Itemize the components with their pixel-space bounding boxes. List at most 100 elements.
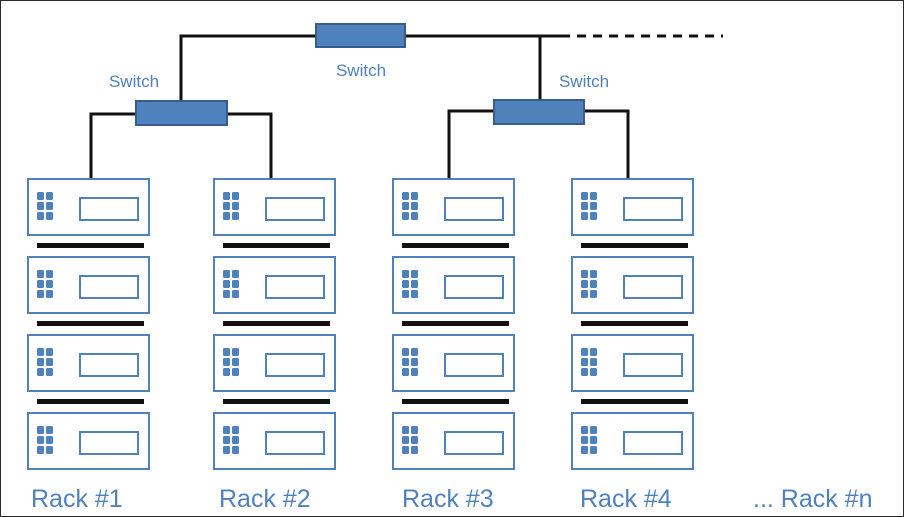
port-icon — [223, 280, 230, 288]
server-unit — [392, 412, 515, 470]
left-to-rack2-link — [228, 112, 273, 179]
right-to-rack4-link — [584, 109, 630, 179]
drive-bay — [79, 353, 139, 377]
port-icon — [402, 270, 409, 278]
drive-bay — [79, 275, 139, 299]
rack-shelf — [402, 243, 509, 248]
port-icon — [232, 358, 239, 366]
server-unit — [213, 178, 336, 236]
server-unit — [571, 334, 694, 392]
core-switch — [315, 23, 406, 48]
port-icon — [223, 202, 230, 210]
port-icon — [223, 446, 230, 454]
rack-shelf — [37, 399, 144, 404]
port-icon — [37, 212, 44, 220]
drive-bay — [444, 275, 504, 299]
rack-4 — [571, 178, 694, 470]
port-icon — [581, 290, 588, 298]
port-icon — [581, 270, 588, 278]
port-icon — [46, 426, 53, 434]
port-icon — [590, 280, 597, 288]
core-to-right-link — [405, 34, 542, 101]
rack-1-label: Rack #1 — [31, 485, 123, 513]
port-icon — [411, 290, 418, 298]
server-unit — [27, 178, 150, 236]
left-switch-label: Switch — [109, 72, 159, 91]
port-icon — [590, 426, 597, 434]
left-switch — [135, 100, 228, 126]
drive-bay — [265, 197, 325, 221]
server-unit — [27, 412, 150, 470]
rack-1 — [27, 178, 150, 470]
port-icon — [411, 212, 418, 220]
server-unit — [392, 256, 515, 314]
port-icon — [402, 192, 409, 200]
port-icon — [223, 192, 230, 200]
port-icon — [232, 280, 239, 288]
drive-bay — [444, 431, 504, 455]
port-icon — [402, 426, 409, 434]
port-icon — [581, 358, 588, 366]
rack-shelf — [402, 321, 509, 326]
port-icon — [402, 446, 409, 454]
drive-bay — [623, 431, 683, 455]
port-icon — [411, 436, 418, 444]
port-icon — [411, 202, 418, 210]
port-icon — [232, 368, 239, 376]
port-icon — [581, 212, 588, 220]
port-icon — [581, 348, 588, 356]
server-unit — [213, 256, 336, 314]
rack-shelf — [581, 399, 688, 404]
drive-bay — [444, 353, 504, 377]
rack-shelf — [223, 243, 330, 248]
server-unit — [213, 334, 336, 392]
rack-3 — [392, 178, 515, 470]
drive-bay — [444, 197, 504, 221]
port-icon — [232, 426, 239, 434]
port-icon — [411, 348, 418, 356]
port-icon — [37, 202, 44, 210]
port-icon — [232, 290, 239, 298]
switches — [135, 23, 585, 126]
port-icon — [232, 192, 239, 200]
racks — [27, 178, 694, 470]
port-icon — [37, 348, 44, 356]
core-to-left-link — [136, 34, 316, 113]
port-icon — [223, 358, 230, 366]
right-to-rack3-link — [447, 109, 494, 179]
port-icon — [402, 212, 409, 220]
port-icon — [37, 270, 44, 278]
rack-shelf — [37, 321, 144, 326]
port-icon — [37, 426, 44, 434]
port-icon — [590, 348, 597, 356]
port-icon — [232, 436, 239, 444]
port-icon — [411, 426, 418, 434]
port-icon — [37, 192, 44, 200]
rack-3-label: Rack #3 — [402, 485, 494, 513]
port-icon — [223, 426, 230, 434]
port-icon — [402, 290, 409, 298]
port-icon — [402, 280, 409, 288]
drive-bay — [623, 197, 683, 221]
rack-2-label: Rack #2 — [219, 485, 311, 513]
rack-shelf — [37, 243, 144, 248]
port-icon — [37, 280, 44, 288]
port-icon — [232, 212, 239, 220]
port-icon — [581, 426, 588, 434]
drive-bay — [79, 197, 139, 221]
port-icon — [402, 348, 409, 356]
port-icon — [46, 192, 53, 200]
port-icon — [46, 358, 53, 366]
rack-shelf — [223, 321, 330, 326]
port-icon — [46, 212, 53, 220]
drive-bay — [265, 275, 325, 299]
port-icon — [37, 368, 44, 376]
drive-bay — [623, 275, 683, 299]
port-icon — [411, 192, 418, 200]
port-icon — [46, 446, 53, 454]
port-icon — [232, 348, 239, 356]
port-icon — [590, 358, 597, 366]
port-icon — [223, 436, 230, 444]
more-racks-label: ... Rack #n — [753, 485, 873, 513]
port-icon — [223, 368, 230, 376]
